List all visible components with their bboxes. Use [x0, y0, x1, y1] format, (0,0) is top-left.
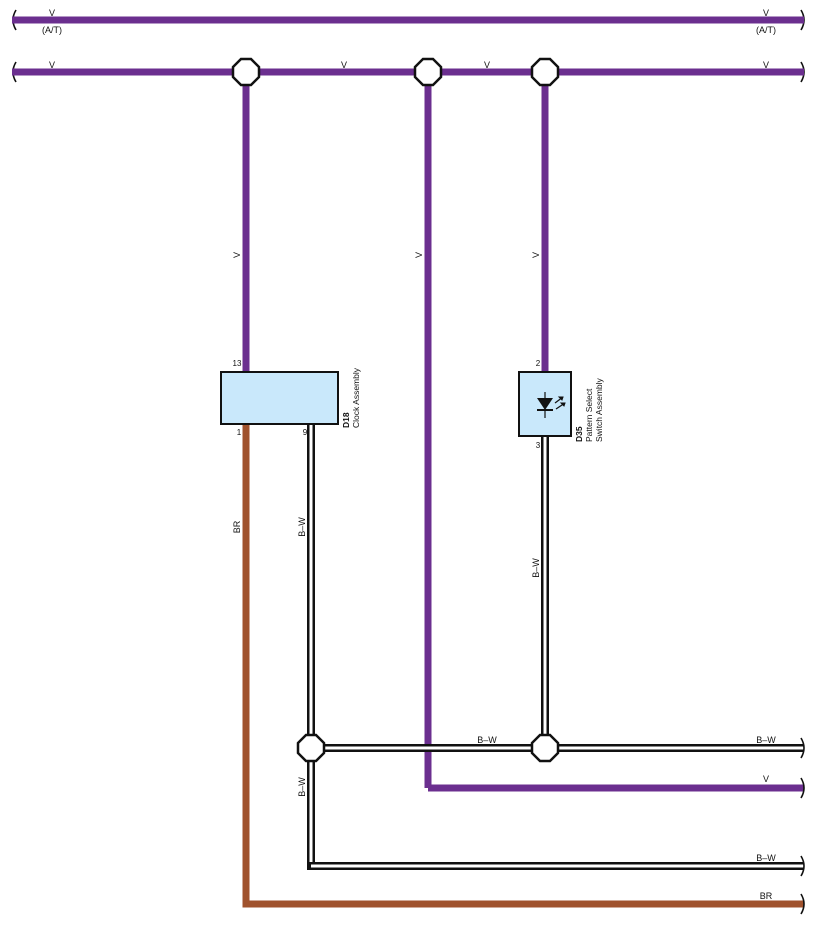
wire-label-clock-pin9: B–W — [297, 517, 307, 537]
wire-label-top-right: V — [763, 8, 769, 18]
connector-brace-bw-row — [800, 737, 805, 759]
wire-label-switch-pin3: B–W — [531, 558, 541, 578]
clock-component-name: Clock Assembly — [351, 367, 361, 428]
led-icon — [537, 392, 566, 418]
switch-pin-3: 3 — [536, 441, 541, 450]
connector-brace-br — [800, 893, 805, 915]
wire-label-second-seg3: V — [484, 60, 490, 70]
component-clock-assembly: 13 1 9 D18 Clock Assembly — [220, 359, 361, 437]
wire-label-second-seg4: V — [763, 60, 769, 70]
wire-label-clock-pin1: BR — [232, 520, 242, 533]
connector-brace-violet-out — [800, 777, 805, 799]
connector-brace-bw-bottom — [800, 855, 805, 877]
wire-label-bw-left-down: B–W — [297, 777, 307, 797]
wire-sublabel-top-left: (A/T) — [42, 25, 62, 35]
wire-label-bw-bottom: B–W — [756, 853, 776, 863]
junction-bw-left — [296, 733, 326, 763]
junction-top-clock — [231, 57, 261, 87]
switch-component-id: D35 — [574, 426, 584, 442]
clock-component-id: D18 — [341, 412, 351, 428]
wire-label-second-seg2: V — [341, 60, 347, 70]
clock-pin-13: 13 — [233, 359, 242, 368]
clock-assembly-box — [220, 371, 339, 425]
wire-label-junction-mid: B–W — [477, 735, 497, 745]
switch-component-name-line1: Pattern Select — [584, 388, 594, 442]
clock-pin-1: 1 — [237, 428, 242, 437]
wire-label-drop-switch: V — [531, 252, 541, 258]
switch-pin-2: 2 — [536, 359, 541, 368]
wire-label-violet-out: V — [763, 774, 769, 784]
wire-label-second-seg1: V — [49, 60, 55, 70]
component-pattern-select-switch: 2 3 D35 Pattern Select Switch Assembly — [518, 359, 604, 450]
junction-top-middle — [413, 57, 443, 87]
wire-label-junction-right: B–W — [756, 735, 776, 745]
wire-label-drop-clock: V — [232, 252, 242, 258]
wire-br-clock — [242, 424, 804, 908]
junction-top-switch — [530, 57, 560, 87]
wire-label-br-bottom: BR — [760, 891, 773, 901]
clock-pin-9: 9 — [303, 428, 308, 437]
wire-sublabel-top-right: (A/T) — [756, 25, 776, 35]
wire-label-drop-middle: V — [414, 252, 424, 258]
junction-bw-switch — [530, 733, 560, 763]
wire-label-top-left: V — [49, 8, 55, 18]
switch-component-name-line2: Switch Assembly — [594, 377, 604, 442]
